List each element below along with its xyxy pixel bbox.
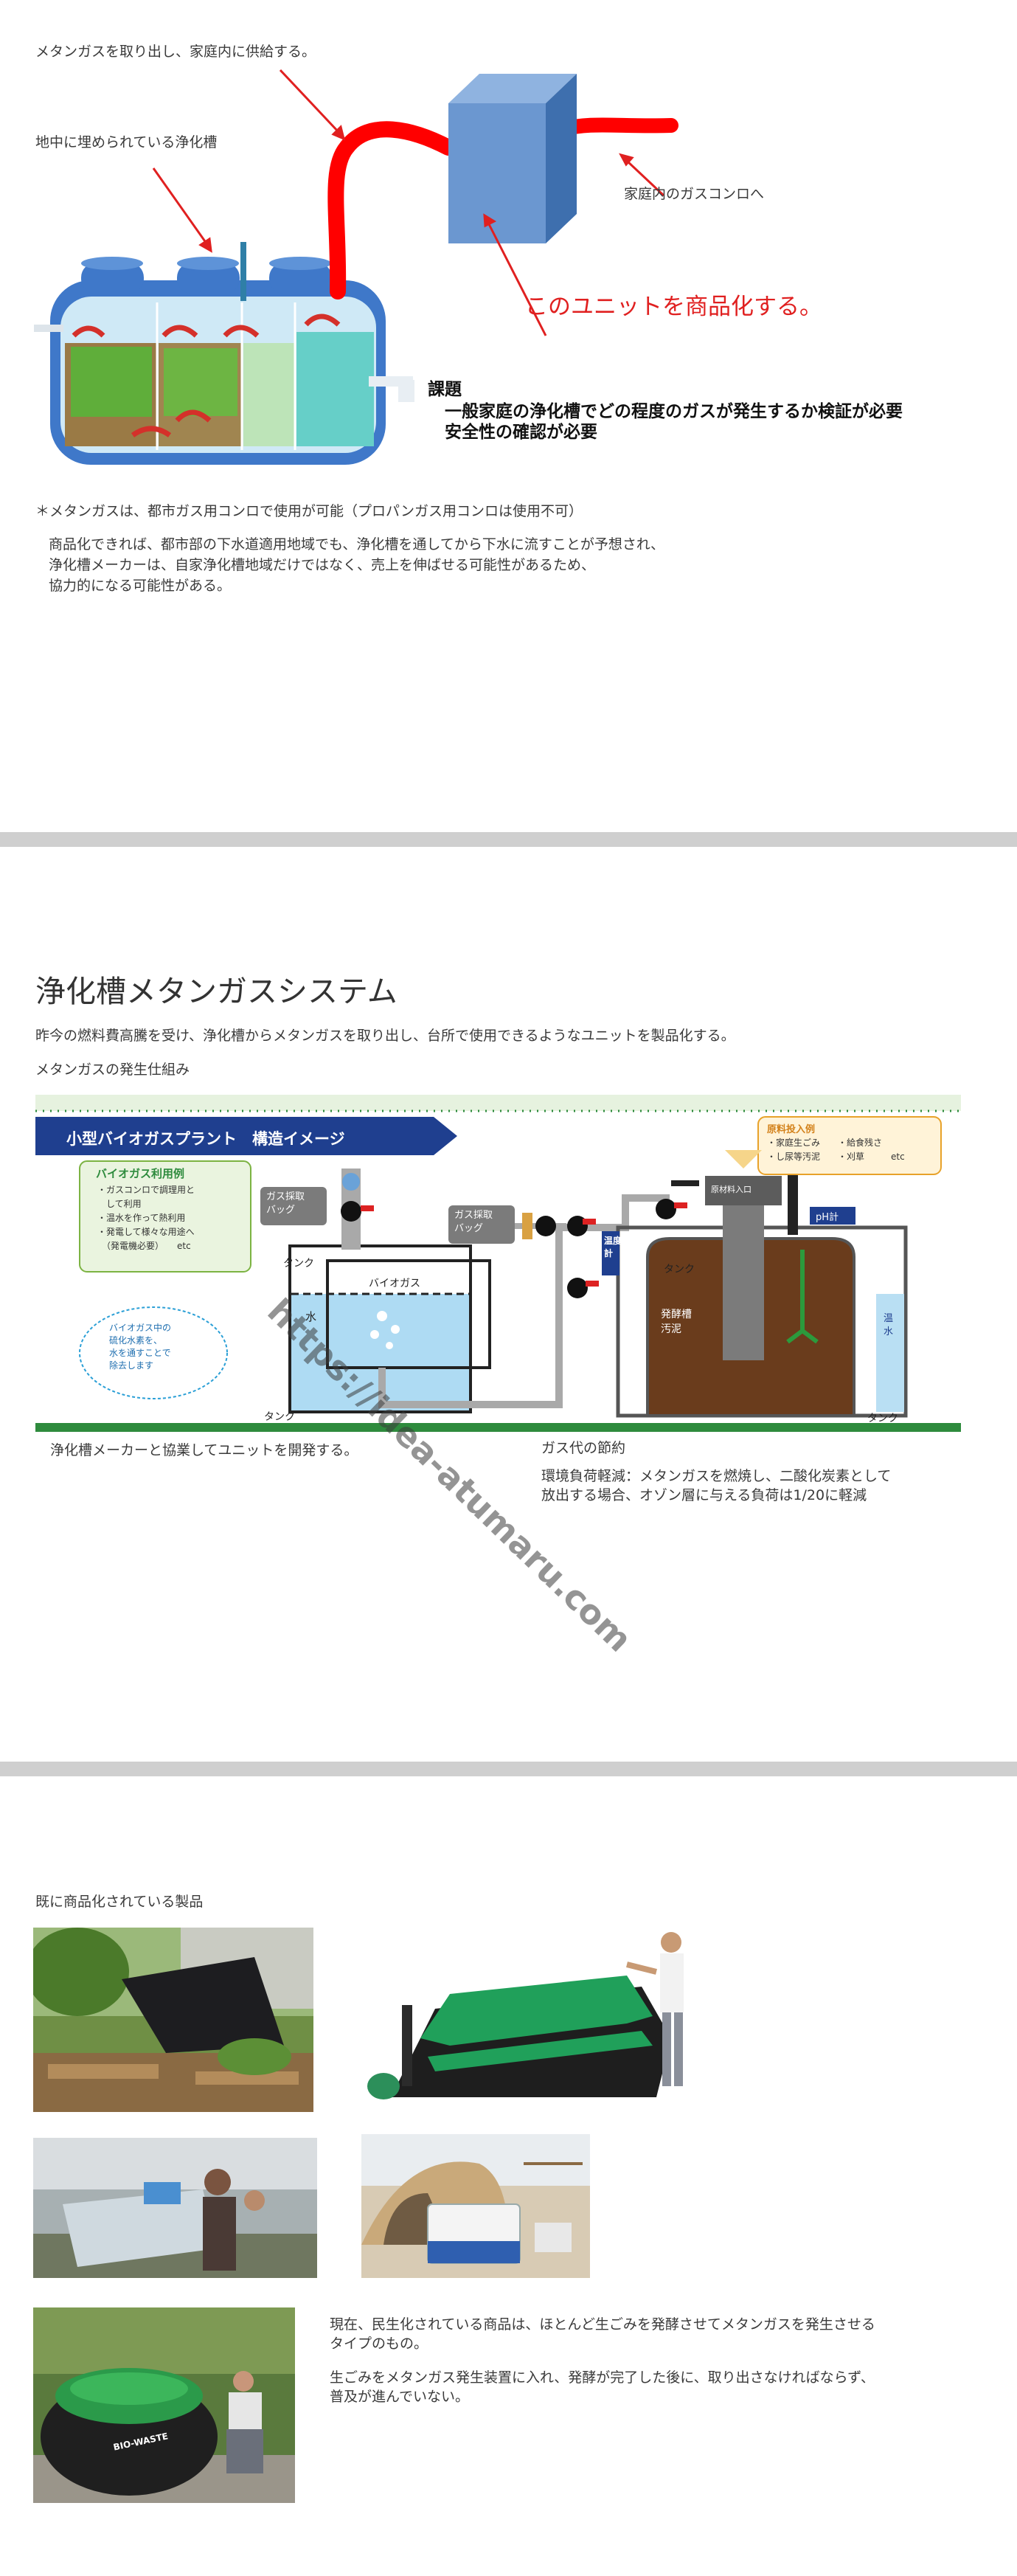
uses-list: ・ガスコンロで調理用と して利用 ・温水を作って熱利用 ・発電して様々な用途へ …: [97, 1185, 195, 1251]
subtitle: 昨今の燃料費高騰を受け、浄化槽からメタンガスを取り出し、台所で使用できるようなユ…: [35, 1028, 735, 1044]
gas-bag-left-label: ガス採取 バッグ: [266, 1191, 305, 1216]
slide-septic-methane-concept: メタンガスを取り出し、家庭内に供給する。 地中に埋められている浄化槽: [0, 0, 1017, 832]
issue-line-1: 一般家庭の浄化槽でどの程度のガスが発生するか検証が必要: [445, 402, 903, 421]
label-underground-tank: 地中に埋められている浄化槽: [35, 134, 218, 150]
diagram-banner: 小型バイオガスプラント 構造イメージ: [66, 1130, 345, 1148]
label-methane-supply: メタンガスを取り出し、家庭内に供給する。: [35, 44, 316, 60]
water-label: 水: [305, 1310, 317, 1323]
label-commercialize: このユニットを商品化する。: [525, 294, 822, 320]
overlap-text-left: 浄化槽メーカーと協業してユニットを開発する。: [50, 1442, 358, 1458]
gas-bag-right-label: ガス採取 バッグ: [454, 1210, 493, 1234]
desc-line-3: 生ごみをメタンガス発生装置に入れ、発酵が完了した後に、取り出さなければならず、: [330, 2369, 875, 2386]
uses-title: バイオガス利用例: [96, 1167, 185, 1180]
product-photo-dome: [361, 2134, 590, 2278]
ferment-label: 発酵槽 汚泥: [661, 1309, 692, 1335]
desc-line-1: 現在、民生化されている商品は、ほとんど生ごみを発酵させてメタンガスを発生させる: [330, 2316, 875, 2333]
label-gas-stove: 家庭内のガスコンロへ: [624, 186, 765, 202]
tank-label-right: タンク: [664, 1264, 695, 1275]
materials-list: ・家庭生ごみ ・給食残さ ・し尿等汚泥 ・刈草 etc: [767, 1138, 905, 1162]
gas-pipe: [327, 121, 457, 300]
product-photo-biowaste: BIO-WASTE: [33, 2307, 295, 2503]
septic-tank-illustration: [34, 242, 414, 465]
note-paragraph: 商品化できれば、都市部の下水道適用地域でも、浄化槽を通してから下水に流すことが予…: [49, 536, 665, 594]
biogas-label: バイオガス: [369, 1278, 420, 1289]
desc-line-2: タイプのもの。: [330, 2336, 428, 2352]
biogas-plant-diagram: 小型バイオガスプラント 構造イメージ バイオガス利用例 ・ガスコンロで調理用と …: [35, 1095, 961, 1436]
h2s-note: バイオガス中の 硫化水素を、 水を通すことで 除去します: [109, 1323, 172, 1371]
warm-water-label: 温 水: [884, 1313, 894, 1337]
eco-line-2: 放出する場合、オゾン層に与える負荷は1/20に軽減: [541, 1487, 867, 1503]
note-city-gas: ＊メタンガスは、都市ガス用コンロで使用が可能（プロパンガス用コンロは使用不可）: [35, 503, 583, 519]
tank-label-left: タンク: [283, 1258, 314, 1270]
tank-label-bottom-right: タンク: [867, 1413, 898, 1424]
slide-existing-products: 既に商品化されている製品: [0, 1776, 1017, 2576]
gas-unit-box: [448, 74, 577, 243]
ph-meter-label: pH計: [816, 1212, 839, 1223]
materials-title: 原料投入例: [767, 1124, 816, 1135]
gas-pipe-to-stove: [557, 117, 678, 136]
section-label-mechanism: メタンガスの発生仕組み: [35, 1062, 190, 1078]
slide-methane-system: 浄化槽メタンガスシステム 昨今の燃料費高騰を受け、浄化槽からメタンガスを取り出し…: [0, 847, 1017, 1762]
input-port-label: 原材料入口: [711, 1185, 752, 1194]
temp-gauge-label: 温度 計: [604, 1236, 622, 1258]
eco-line-1: 環境負荷軽減：メタンガスを燃焼し、二酸化炭素として: [541, 1468, 892, 1484]
product-photo-inflatable: [361, 1928, 708, 2112]
issue-line-2: 安全性の確認が必要: [445, 423, 597, 442]
section-label-products: 既に商品化されている製品: [35, 1894, 204, 1910]
page-separator: [0, 832, 1017, 847]
septic-system-illustration: [34, 69, 678, 465]
page-separator-2: [0, 1762, 1017, 1776]
page-title: 浄化槽メタンガスシステム: [35, 974, 398, 1009]
overlap-text-right: ガス代の節約: [541, 1440, 626, 1456]
desc-line-4: 普及が進んでいない。: [330, 2389, 470, 2405]
product-photo-garden: [33, 1928, 313, 2112]
tank-label-bottom-left: タンク: [264, 1411, 295, 1423]
product-photo-outdoor: [33, 2138, 317, 2278]
issue-title: 課題: [428, 380, 462, 399]
